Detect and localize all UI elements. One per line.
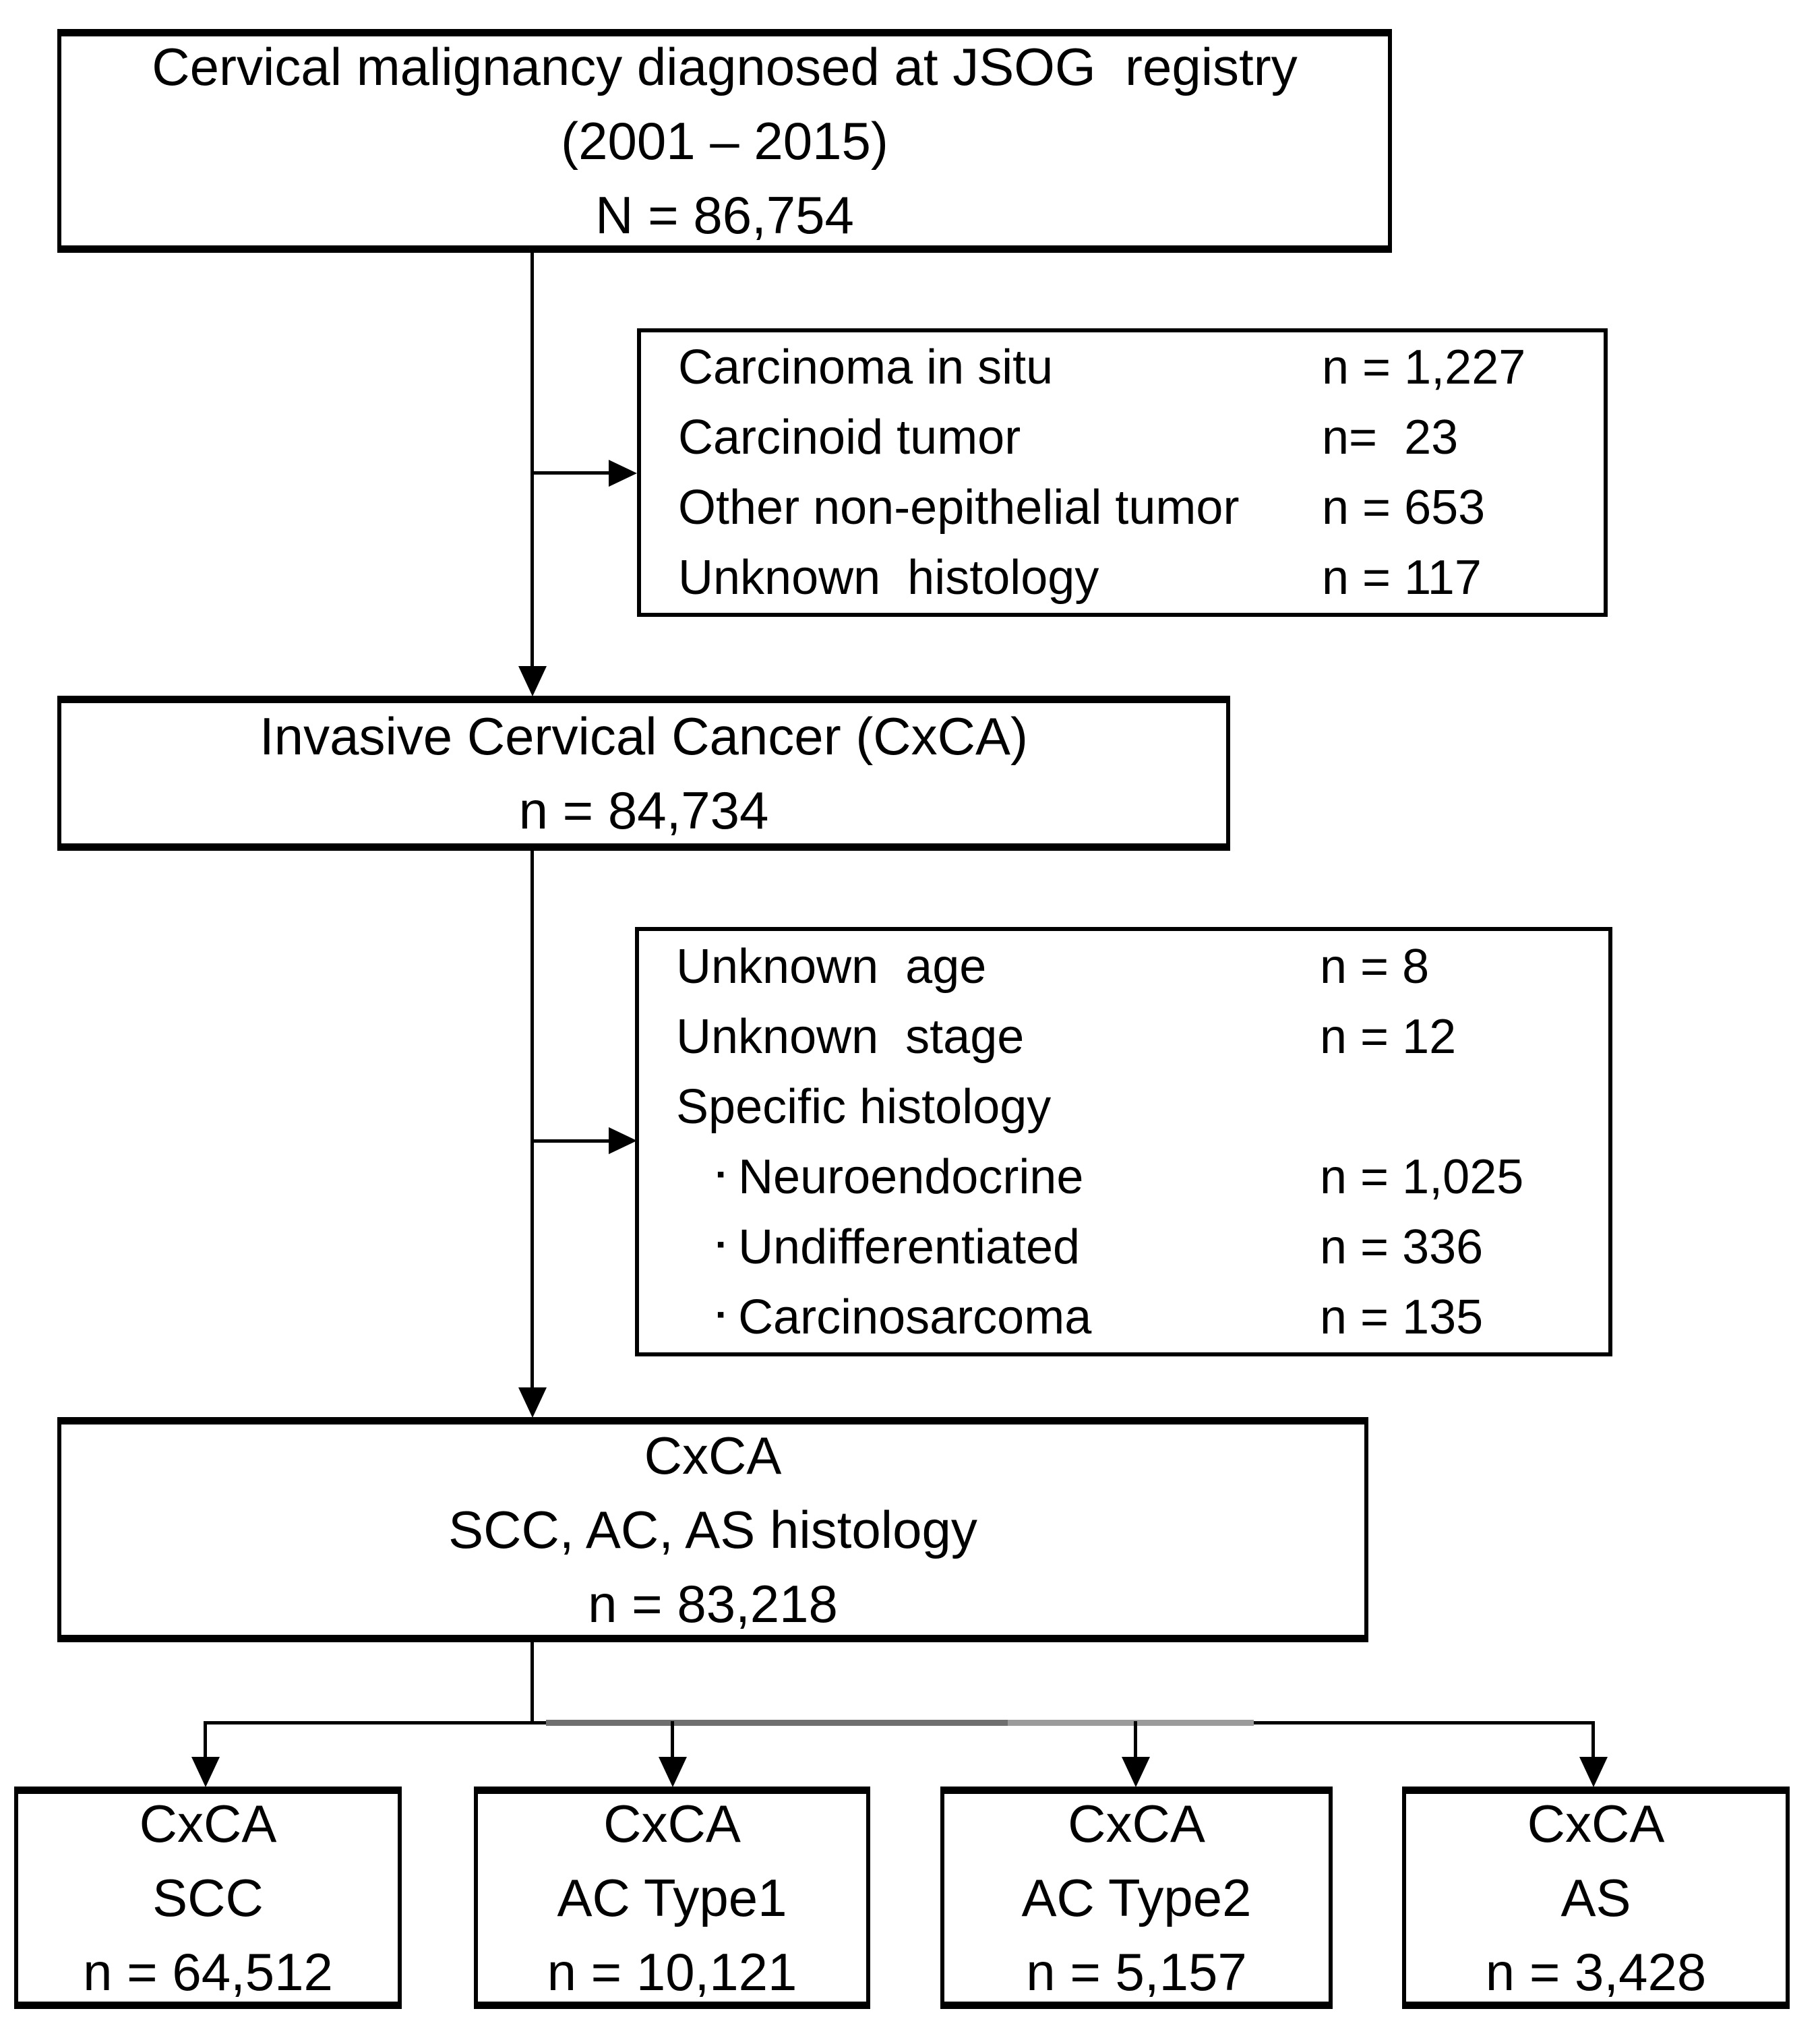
connector-to-exclusion2 [533,1139,612,1143]
scc-line-3: n = 64,512 [83,1942,333,2002]
invasive-line-2: n = 84,734 [518,781,769,840]
cxca-line-2: SCC, AC, AS histology [448,1500,977,1559]
as-line-2: AS [1560,1868,1631,1927]
exclusion1-value: n= 23 [1322,411,1459,464]
arrowhead-into-as-icon [1579,1757,1608,1787]
ac-type1-line-1: CxCA [603,1794,741,1853]
exclusion2-value: n = 8 [1320,939,1430,994]
exclusion1-row: Carcinoid tumor n= 23 [641,402,1604,473]
arrowhead-into-exclusion2-icon [609,1127,637,1154]
exclusion2-label: Unknown age [676,939,987,994]
scc-line-1: CxCA [139,1794,277,1853]
exclusion2-row: Specific histology [639,1072,1608,1142]
ac-type2-line-1: CxCA [1068,1794,1205,1853]
arrowhead-into-ac-type2-icon [1122,1757,1150,1787]
scc-line-2: SCC [152,1868,264,1927]
box-cxca-as: CxCA AS n = 3,428 [1402,1787,1790,2009]
exclusion2-value: n = 336 [1320,1220,1484,1274]
exclusion2-row: ▪ Undifferentiated n = 336 [639,1212,1608,1282]
exclusion2-value: n = 135 [1320,1290,1484,1344]
connector-cxca-to-branch [530,1642,534,1723]
exclusion2-label: Neuroendocrine [738,1149,1084,1204]
registry-line-3: N = 86,754 [595,185,854,245]
as-line-3: n = 3,428 [1485,1942,1707,2002]
ac-type2-line-3: n = 5,157 [1026,1942,1247,2002]
as-line-1: CxCA [1527,1794,1665,1853]
branch-stem-ac-type2 [1134,1721,1137,1758]
exclusion1-label: Other non-epithelial tumor [678,481,1240,535]
exclusion2-row: Unknown age n = 8 [639,932,1608,1002]
exclusion2-row: ▪ Neuroendocrine n = 1,025 [639,1142,1608,1212]
branch-stem-as [1591,1721,1595,1758]
exclusion1-value: n = 117 [1322,551,1482,605]
exclusion1-row: Other non-epithelial tumor n = 653 [641,473,1604,543]
connector-invasive-to-cxca [530,851,534,1390]
exclusion1-label: Carcinoid tumor [678,411,1021,464]
exclusion2-row: ▪ Carcinosarcoma n = 135 [639,1282,1608,1352]
cxca-line-3: n = 83,218 [588,1574,838,1633]
ac-type1-line-2: AC Type1 [557,1868,787,1927]
ac-type2-line-2: AC Type2 [1021,1868,1252,1927]
ac-type1-line-3: n = 10,121 [547,1942,797,2002]
exclusion2-value: n = 12 [1320,1009,1457,1064]
arrowhead-into-exclusion1-icon [609,460,637,487]
arrowhead-into-scc-icon [191,1757,220,1787]
box-cxca-ac-type2: CxCA AC Type2 n = 5,157 [940,1787,1333,2009]
branch-stem-scc [204,1721,207,1758]
exclusion1-value: n = 1,227 [1322,340,1526,394]
exclusion1-label: Unknown histology [678,551,1099,605]
exclusion2-label: Carcinosarcoma [738,1290,1092,1344]
box-exclusion-age-stage-histology: Unknown age n = 8 Unknown stage n = 12 S… [635,927,1612,1356]
registry-line-2: (2001 – 2015) [561,111,888,171]
connector-to-exclusion1 [533,471,612,475]
branch-line-gray-segment-dark [546,1720,1008,1726]
exclusion1-label: Carcinoma in situ [678,340,1054,394]
branch-stem-ac-type1 [671,1721,674,1758]
box-cxca-ac-type1: CxCA AC Type1 n = 10,121 [474,1787,870,2009]
cxca-line-1: CxCA [644,1426,782,1485]
exclusion1-value: n = 653 [1322,481,1486,535]
bullet-icon: ▪ [717,1161,725,1187]
box-cxca-scc-ac-as: CxCA SCC, AC, AS histology n = 83,218 [57,1417,1368,1642]
exclusion2-label: Undifferentiated [738,1220,1081,1274]
exclusion1-row: Carcinoma in situ n = 1,227 [641,332,1604,402]
connector-registry-to-invasive [530,253,534,669]
box-invasive-cxca: Invasive Cervical Cancer (CxCA) n = 84,7… [57,696,1230,851]
exclusion2-label: Specific histology [676,1079,1052,1134]
exclusion2-label: Unknown stage [676,1009,1025,1064]
invasive-line-1: Invasive Cervical Cancer (CxCA) [260,707,1028,766]
arrowhead-into-ac-type1-icon [659,1757,687,1787]
branch-line-gray-segment-light [1008,1720,1254,1726]
box-cxca-scc: CxCA SCC n = 64,512 [14,1787,402,2009]
bullet-icon: ▪ [717,1301,725,1327]
box-registry: Cervical malignancy diagnosed at JSOG re… [57,29,1392,253]
exclusion2-value: n = 1,025 [1320,1149,1524,1204]
exclusion1-row: Unknown histology n = 117 [641,543,1604,613]
arrowhead-into-invasive-icon [518,666,547,696]
exclusion2-row: Unknown stage n = 12 [639,1002,1608,1072]
box-exclusion-histology: Carcinoma in situ n = 1,227 Carcinoid tu… [637,328,1608,617]
bullet-icon: ▪ [717,1231,725,1257]
registry-line-1: Cervical malignancy diagnosed at JSOG re… [152,37,1298,96]
arrowhead-into-cxca-icon [518,1387,547,1418]
